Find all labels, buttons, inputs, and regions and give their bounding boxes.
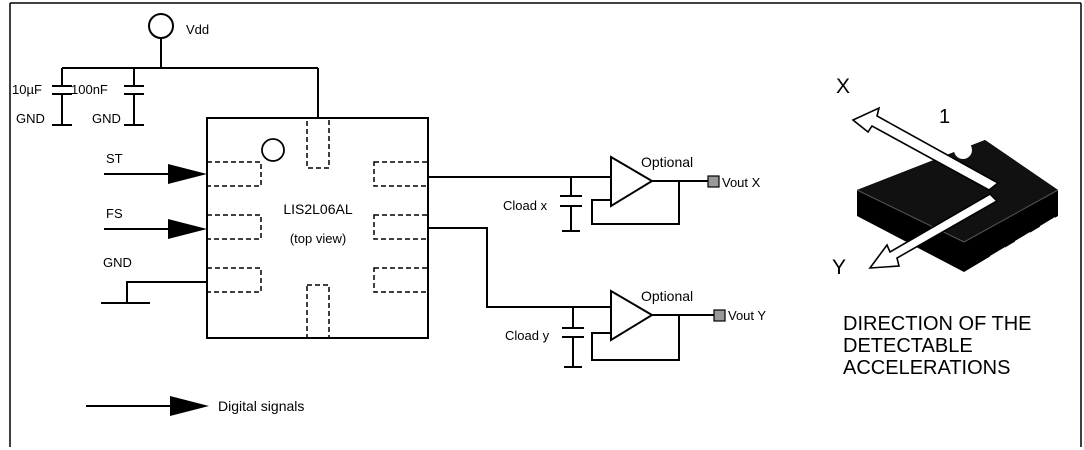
vdd-supply [62,13,319,118]
optional-y-label: Optional [641,288,693,304]
y-axis-label: Y [832,256,846,279]
output-x-path [428,155,708,232]
caption-line-1: DIRECTION OF THE [843,313,1032,335]
package-illustration [851,106,1059,272]
pin1-label: 1 [939,106,950,128]
package-pins [990,217,1055,262]
vdd-label: Vdd [186,22,209,37]
fs-arrow-icon [168,219,207,239]
input-gnd [101,281,207,304]
gnd-label-1: GND [16,111,45,126]
optional-x-label: Optional [641,154,693,170]
x-axis-label: X [836,75,850,98]
decoupling-capacitors [52,68,144,126]
cload-y-label: Cload y [505,328,550,343]
gnd-input-label: GND [103,255,132,270]
vout-y-terminal [713,309,726,322]
chip-pads [206,117,429,339]
cap-100nf-label: 100nF [71,82,108,97]
input-fs [104,219,207,239]
lis2l06al-chip: LIS2L06AL (top view) [206,117,429,339]
chip-view-label: (top view) [290,231,346,246]
vout-x-terminal [707,175,720,188]
input-st [104,164,207,184]
chip-name: LIS2L06AL [283,201,352,217]
caption-line-2: DETECTABLE [843,335,973,357]
pin1-marker [261,138,285,162]
vout-x-label: Vout X [722,175,761,190]
output-y-path [428,227,714,368]
caption-line-3: ACCELERATIONS [843,357,1010,379]
fs-label: FS [106,206,123,221]
direction-caption: DIRECTION OF THE DETECTABLE ACCELERATION… [843,313,1032,379]
gnd-label-2: GND [92,111,121,126]
y-axis-arrow-icon [868,192,999,269]
legend-arrow-icon [170,396,209,416]
legend-digital-signals [86,396,209,416]
st-label: ST [106,151,123,166]
st-arrow-icon [168,164,207,184]
vout-y-label: Vout Y [728,308,766,323]
legend-label: Digital signals [218,398,304,414]
package-pin1-dot [954,141,972,159]
x-axis-arrow-icon [851,106,1000,191]
cload-x-label: Cload x [503,198,548,213]
cap-10uf-label: 10µF [12,82,42,97]
diagram-frame [9,2,1082,447]
